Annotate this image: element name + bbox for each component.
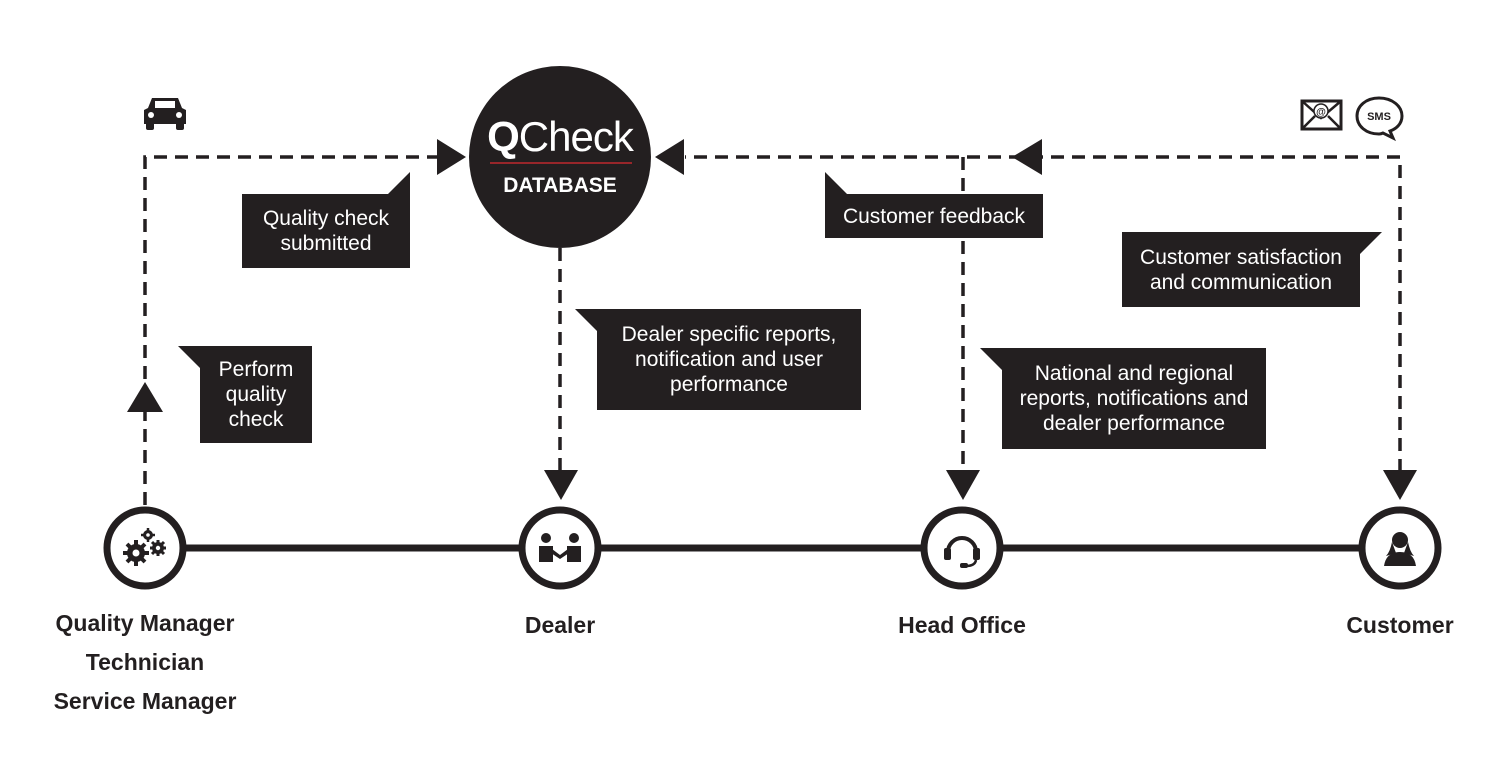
label-dealer: Dealer <box>460 606 660 645</box>
database-title-q: Q <box>487 113 520 160</box>
label-line: Service Manager <box>53 688 237 714</box>
label-line: Dealer <box>524 612 596 638</box>
arrow-down-headoffice <box>946 470 980 500</box>
callout-line: submitted <box>280 232 372 255</box>
callout-line: notification and user <box>635 348 823 371</box>
headset-icon <box>944 536 980 568</box>
arrow-feedback-left <box>1012 139 1042 175</box>
callout-line: reports, notifications and <box>1019 387 1249 410</box>
callout-line: Perform <box>218 358 294 381</box>
callout-line: dealer performance <box>1042 412 1226 435</box>
node-circle-head-office <box>920 506 1004 590</box>
sms-icon: SMS <box>1355 96 1404 142</box>
car-icon <box>144 98 186 130</box>
label-line: Customer <box>1346 612 1454 638</box>
callout-line: Quality check <box>262 207 390 230</box>
customer-avatar-icon <box>1384 532 1416 566</box>
database-title-rest: Check <box>518 113 634 160</box>
gears-icon <box>123 528 166 566</box>
callout-customer-feedback: Customer feedback <box>825 172 1043 238</box>
arrow-up-quality <box>127 382 163 412</box>
arrow-down-dealer <box>544 470 578 500</box>
callout-line: performance <box>670 373 788 396</box>
label-head-office: Head Office <box>862 606 1062 645</box>
arrow-into-db-left <box>437 139 466 175</box>
callout-customer-satisfaction: Customer satisfaction and communication <box>1122 232 1382 307</box>
label-line: Head Office <box>898 612 1026 638</box>
label-line: Quality Manager <box>55 610 235 636</box>
node-circle-quality-manager <box>103 506 187 590</box>
callout-line: National and regional <box>1034 362 1234 385</box>
label-quality-manager: Quality Manager Technician Service Manag… <box>20 604 270 721</box>
label-customer: Customer <box>1320 606 1480 645</box>
callout-line: Customer satisfaction <box>1140 245 1342 269</box>
node-circle-dealer <box>518 506 602 590</box>
database-title: QCheck <box>470 113 650 161</box>
flow-feedback-to-db <box>685 155 1402 472</box>
callout-line: Dealer specific reports, <box>621 323 837 346</box>
handshake-icon <box>539 533 581 562</box>
email-icon: @ <box>1300 99 1343 131</box>
callout-line: Customer feedback <box>842 204 1026 228</box>
sms-label: SMS <box>1367 111 1391 123</box>
label-line: Technician <box>85 649 205 675</box>
arrow-into-db-right <box>655 139 684 175</box>
callout-perform-quality-check: Perform quality check <box>178 346 312 443</box>
callout-dealer-reports: Dealer specific reports, notification an… <box>575 309 861 410</box>
database-subtitle: DATABASE <box>503 174 617 197</box>
callout-national-reports: National and regional reports, notificat… <box>980 348 1266 449</box>
database-circle <box>469 66 651 248</box>
svg-text:@: @ <box>1316 107 1326 118</box>
callout-line: check <box>228 408 284 431</box>
arrow-down-customer <box>1383 470 1417 500</box>
callout-line: and communication <box>1149 270 1333 294</box>
callout-line: quality <box>225 383 287 406</box>
callout-quality-check-submitted: Quality check submitted <box>242 172 410 268</box>
